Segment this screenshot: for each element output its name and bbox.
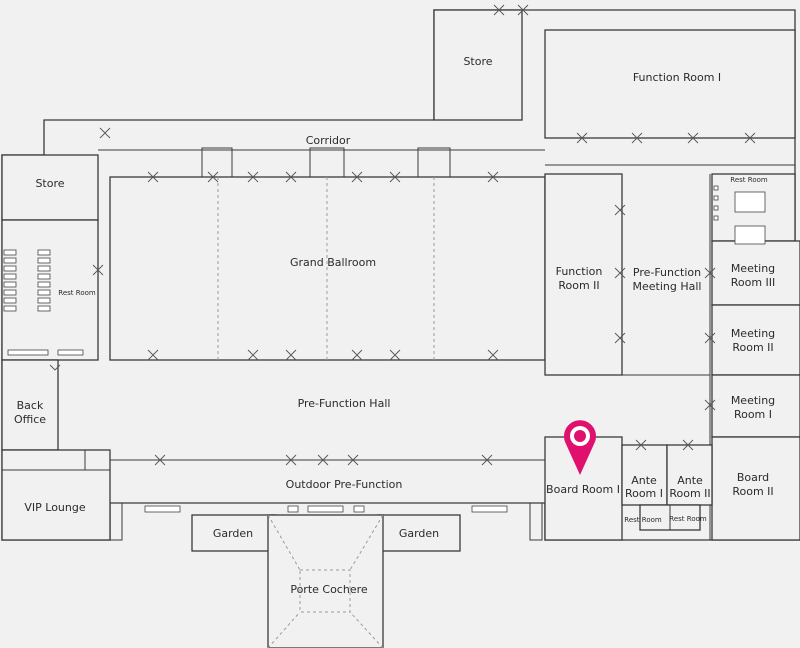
map-pin-icon[interactable] [564,420,596,475]
label-meeting-room-2-l2: Room II [732,341,773,354]
meeting-room-1-room[interactable] [711,374,800,438]
ante-room-1-room[interactable] [621,444,668,506]
label-ante-room-2-l1: Ante [677,474,703,487]
label-garden-left: Garden [213,527,253,540]
label-store-left: Store [35,177,64,190]
garden-left [191,514,277,552]
toilet-fixtures-right [713,185,766,245]
store-top-room[interactable] [433,9,523,121]
label-rest-room-right-top: Rest Room [730,176,768,184]
label-back-office-l2: Office [14,413,46,426]
label-ante-room-2-l2: Room II [669,487,710,500]
store-left-room[interactable] [1,154,99,221]
label-pre-function-meeting-hall-l2: Meeting Hall [633,280,702,293]
label-porte-cochere: Porte Cochere [290,583,368,596]
meeting-room-3-room[interactable] [711,240,800,306]
label-meeting-room-3-l1: Meeting [731,262,775,275]
vip-lounge-room[interactable] [1,449,111,541]
label-vip-lounge: VIP Lounge [24,501,85,514]
label-function-room-1: Function Room I [633,71,721,84]
label-pre-function-hall: Pre-Function Hall [298,397,391,410]
label-meeting-room-1-l1: Meeting [731,394,775,407]
toilet-fixtures-left [3,249,84,356]
label-meeting-room-2-l1: Meeting [731,327,775,340]
label-meeting-room-3-l2: Room III [731,276,776,289]
label-corridor: Corridor [306,134,351,147]
label-pre-function-meeting-hall-l1: Pre-Function [633,266,701,279]
garden-right [377,514,461,552]
label-board-room-2-l1: Board [737,471,769,484]
meeting-room-2-room[interactable] [711,304,800,376]
label-board-room-2-l2: Room II [732,485,773,498]
porte-cochere-area [267,514,384,648]
function-room-1-room[interactable] [544,29,796,139]
label-store-top: Store [463,55,492,68]
label-rest-room-left: Rest Room [58,289,96,297]
label-function-room-2-l1: Function [556,265,603,278]
door-swing-icon [49,4,756,466]
label-ante-room-1-l2: Room I [625,487,663,500]
label-back-office-l1: Back [17,399,44,412]
board-room-2-room[interactable] [711,436,800,541]
label-meeting-room-1-l2: Room I [734,408,772,421]
label-garden-right: Garden [399,527,439,540]
back-office-room[interactable] [1,359,59,451]
label-ante-room-1-l1: Ante [631,474,657,487]
label-rest-room-b: Rest Room [669,515,707,523]
label-outdoor-pre-function: Outdoor Pre-Function [286,478,403,491]
label-board-room-1: Board Room I [546,483,620,496]
label-grand-ballroom: Grand Ballroom [290,256,376,269]
label-function-room-2-l2: Room II [558,279,599,292]
label-rest-room-a: Rest Room [624,516,662,524]
function-room-2-room[interactable] [544,173,623,376]
